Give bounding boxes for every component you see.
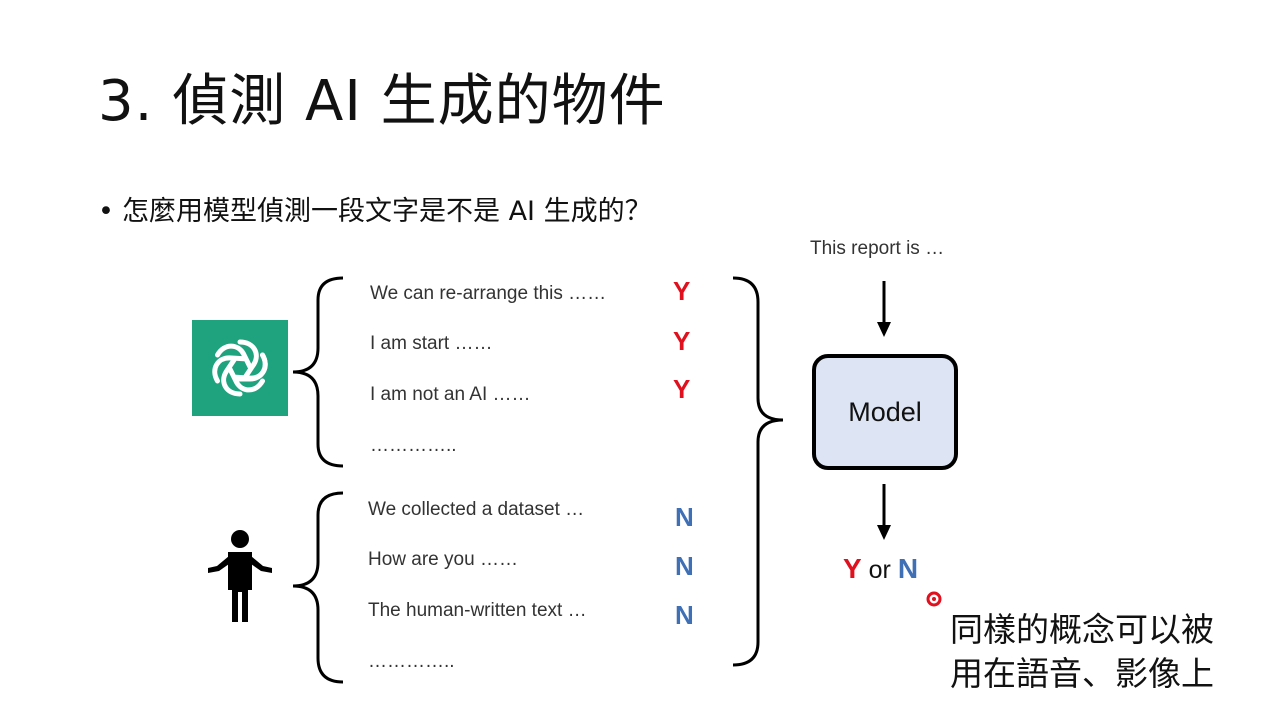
- output-or: or: [861, 556, 898, 584]
- model-label: Model: [848, 396, 922, 427]
- bullet-text: 怎麼用模型偵測一段文字是不是 AI 生成的？: [122, 196, 652, 227]
- ai-sample-1: We can re-arrange this ……: [370, 283, 607, 304]
- bullet-dot: •: [98, 196, 114, 227]
- input-arrow-head: [877, 322, 891, 337]
- ai-label-3: Y: [673, 374, 691, 404]
- side-note-line1: 同樣的概念可以被: [950, 610, 1214, 649]
- bullet-question: • 怎麼用模型偵測一段文字是不是 AI 生成的？: [98, 192, 652, 232]
- side-note-line2: 用在語音、影像上: [950, 654, 1214, 693]
- laser-pointer-icon: [926, 591, 942, 607]
- human-label-2: N: [675, 551, 694, 581]
- human-label-3: N: [675, 600, 694, 630]
- combine-brace: [732, 276, 784, 667]
- ai-label-1: Y: [673, 276, 691, 306]
- model-input-hint: This report is …: [810, 238, 945, 259]
- ai-sample-2: I am start ……: [370, 333, 493, 354]
- ai-group-brace: [292, 276, 344, 468]
- human-sample-2: How are you ……: [368, 549, 518, 570]
- person-shrug-icon: [208, 530, 272, 622]
- ai-sample-ellipsis: …………..: [370, 435, 457, 456]
- human-group-brace: [292, 491, 344, 684]
- model-output: Y or N: [843, 552, 918, 587]
- chatgpt-logo-icon: [192, 320, 288, 416]
- human-sample-ellipsis: …………..: [368, 651, 455, 672]
- human-label-1: N: [675, 502, 694, 532]
- output-no: N: [897, 553, 919, 584]
- ai-label-2: Y: [673, 326, 691, 356]
- openai-knot-icon: [212, 339, 268, 397]
- human-sample-1: We collected a dataset …: [368, 499, 585, 520]
- ai-sample-3: I am not an AI ……: [370, 384, 531, 405]
- model-box: Model: [812, 354, 958, 470]
- output-yes: Y: [843, 553, 862, 584]
- slide-title: 3. 偵測 AI 生成的物件: [98, 69, 666, 134]
- human-sample-3: The human-written text …: [368, 600, 587, 621]
- side-note: 同樣的概念可以被 用在語音、影像上: [950, 608, 1214, 696]
- output-arrow-head: [877, 525, 891, 540]
